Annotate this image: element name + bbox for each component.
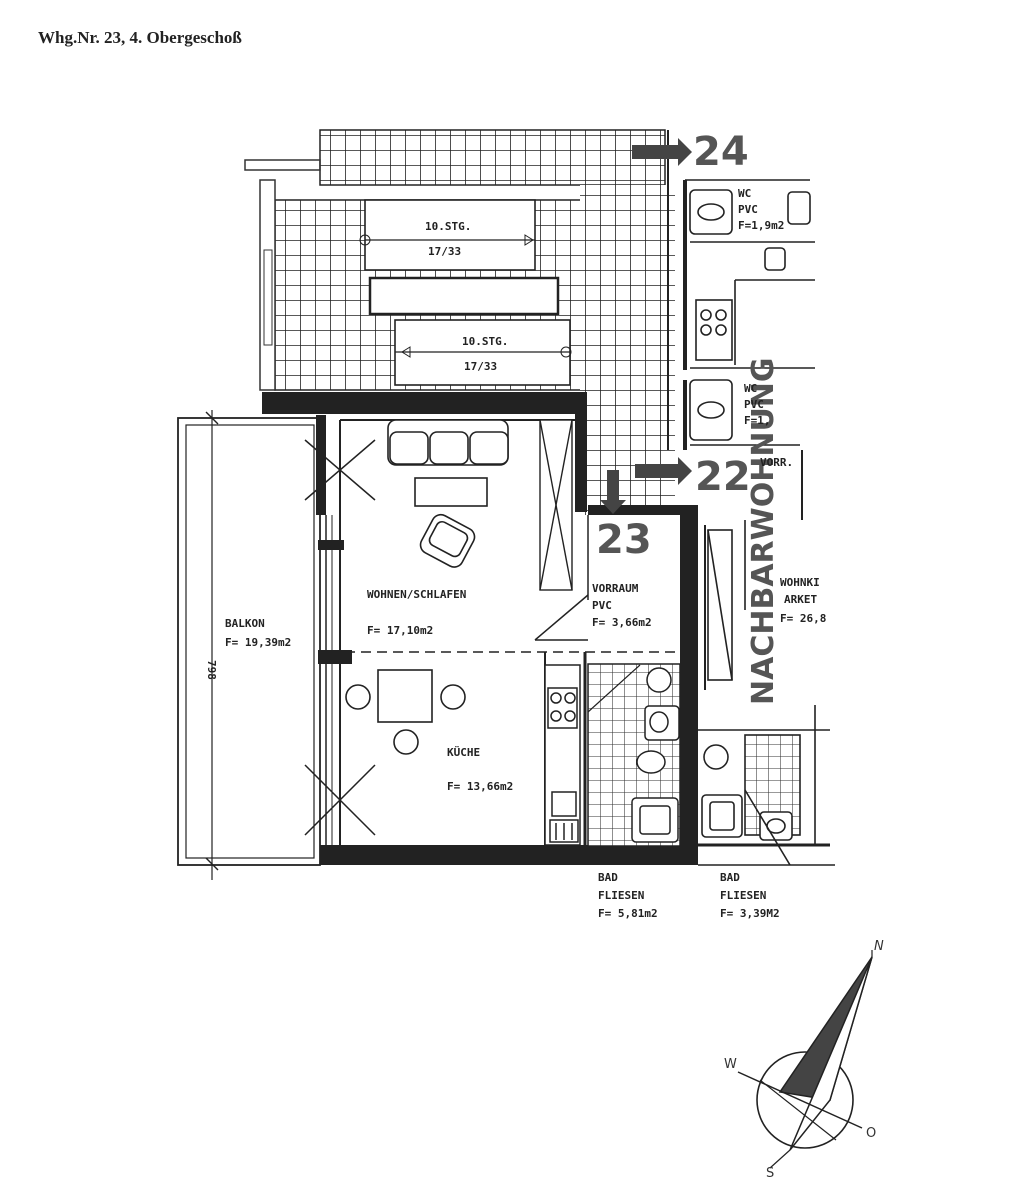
dining-set — [345, 669, 466, 755]
room-vorraum-name: VORRAUM — [592, 582, 639, 595]
bath-fixtures — [587, 664, 680, 843]
room-wohnen-area: F= 17,10m2 — [367, 624, 433, 637]
room-kueche-name: KÜCHE — [447, 745, 480, 759]
room-balkon-name: BALKON — [225, 617, 265, 630]
room-bad-floor: FLIESEN — [598, 889, 644, 902]
neighbor-wc-mid-area: F=1, — [744, 414, 771, 427]
neighbor-wohnk-area: F= 26,8 — [780, 612, 826, 625]
neighbor-wohnk-name: WOHNKI — [780, 576, 820, 589]
wardrobe — [539, 419, 573, 591]
neighbor-wc-mid-floor: PVC — [744, 398, 764, 411]
apartment-walls — [262, 392, 698, 865]
room-bad-name: BAD — [598, 871, 618, 884]
sofa — [387, 419, 509, 466]
kitchen-counter — [544, 664, 581, 846]
neighbor-wc-top-floor: PVC — [738, 203, 758, 216]
stair-upper: 10.STG. 17/33 — [359, 199, 536, 271]
stairwell-floor — [244, 129, 675, 515]
unit-number-23: 23 — [596, 517, 652, 563]
entry-door — [534, 515, 589, 641]
room-vorraum-floor: PVC — [592, 599, 612, 612]
balcony — [177, 410, 321, 880]
arrow-to-22 — [635, 457, 692, 485]
plan-title: Whg.Nr. 23, 4. Obergeschoß — [38, 28, 242, 47]
neighbor-bad-name: BAD — [720, 871, 740, 884]
balcony-doors — [304, 439, 376, 836]
neighbor-wc-mid-name: WC — [744, 382, 757, 395]
neighbor-bad-area: F= 3,39M2 — [720, 907, 780, 920]
neighbor-bad-floor: FLIESEN — [720, 889, 766, 902]
neighbor-wc-top-area: F=1,9m2 — [738, 219, 784, 232]
balcony-dimension: 798 — [205, 660, 218, 680]
stair-lower-ratio: 17/33 — [464, 360, 497, 373]
neighbor-wohnk-floor: ARKET — [784, 593, 817, 606]
neighbor-vorr-name: VORR. — [760, 456, 793, 469]
neighbor-block — [667, 130, 835, 866]
room-bad-area: F= 5,81m2 — [598, 907, 658, 920]
compass-n: N — [874, 939, 884, 954]
arrow-to-23 — [600, 470, 626, 514]
room-balkon-area: F= 19,39m2 — [225, 636, 291, 649]
neighbor-wc-top-name: WC — [738, 187, 751, 200]
armchair — [419, 513, 476, 568]
unit-number-22: 22 — [695, 454, 751, 500]
stair-landing-void — [368, 276, 560, 316]
compass-s: S — [766, 1166, 774, 1181]
stair-lower: 10.STG. 17/33 — [394, 319, 572, 386]
coffee-table — [414, 477, 488, 507]
compass-o: O — [866, 1126, 876, 1141]
room-wohnen-name: WOHNEN/SCHLAFEN — [367, 588, 466, 601]
neighbor-label: NACHBARWOHNUNG — [746, 357, 781, 705]
stair-upper-ratio: 17/33 — [428, 245, 461, 258]
unit-number-24: 24 — [693, 129, 749, 175]
compass-w: W — [724, 1057, 737, 1072]
room-kueche-area: F= 13,66m2 — [447, 780, 513, 793]
arrow-to-24 — [632, 138, 692, 166]
room-vorraum-area: F= 3,66m2 — [592, 616, 652, 629]
stair-lower-title: 10.STG. — [462, 335, 508, 348]
stair-upper-title: 10.STG. — [425, 220, 471, 233]
compass-rose: N S W O — [724, 939, 884, 1181]
